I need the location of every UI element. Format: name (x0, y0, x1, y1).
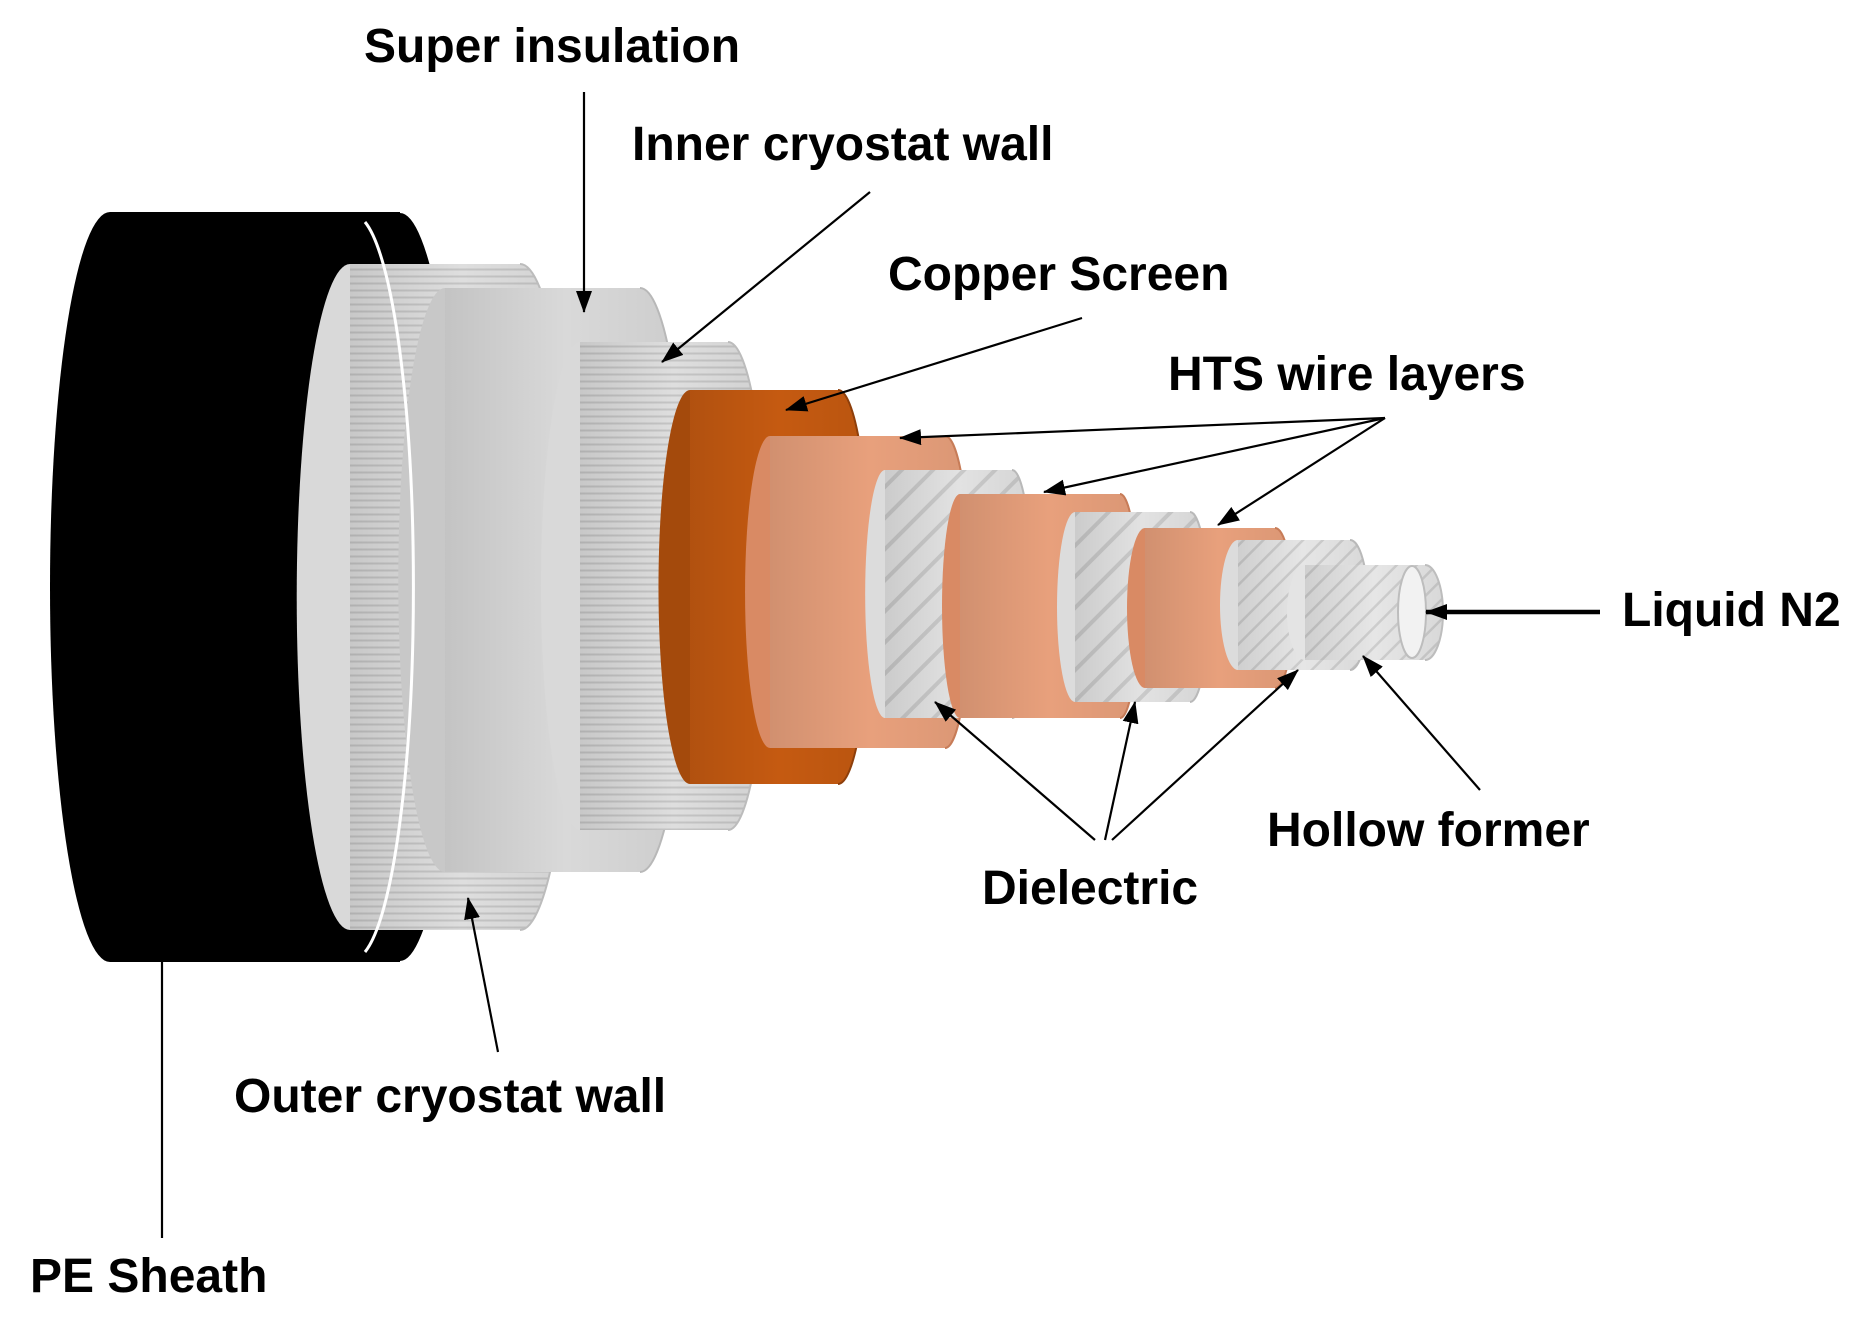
label-outer-cryostat-wall: Outer cryostat wall (234, 1070, 666, 1123)
leader-hts-1 (899, 416, 1386, 446)
cable-layers (50, 211, 1444, 963)
label-hollow-former: Hollow former (1267, 804, 1590, 857)
label-liquid-n2: Liquid N2 (1622, 584, 1841, 637)
pe-sheath-highlight (363, 221, 415, 953)
label-super-insulation: Super insulation (364, 20, 740, 73)
leader-copper-screen (785, 316, 1083, 412)
leader-inner-cryostat-wall (661, 191, 871, 363)
leader-outer-cryostat-wall (464, 897, 500, 1053)
leader-hts-2 (1043, 416, 1386, 496)
former-end-face (1397, 565, 1427, 659)
label-hts-wire-layers: HTS wire layers (1168, 348, 1526, 401)
label-pe-sheath: PE Sheath (30, 1250, 267, 1303)
leader-dielectric-2 (1103, 701, 1139, 841)
label-copper-screen: Copper Screen (888, 248, 1229, 301)
leader-dielectric-3 (1111, 669, 1299, 841)
leader-lines (160, 92, 1600, 1238)
label-inner-cryostat-wall: Inner cryostat wall (632, 118, 1053, 171)
label-dielectric: Dielectric (982, 862, 1198, 915)
leader-dielectric-1 (934, 701, 1096, 841)
leader-hollow-former (1362, 655, 1481, 791)
leader-hts-3 (1217, 417, 1386, 526)
